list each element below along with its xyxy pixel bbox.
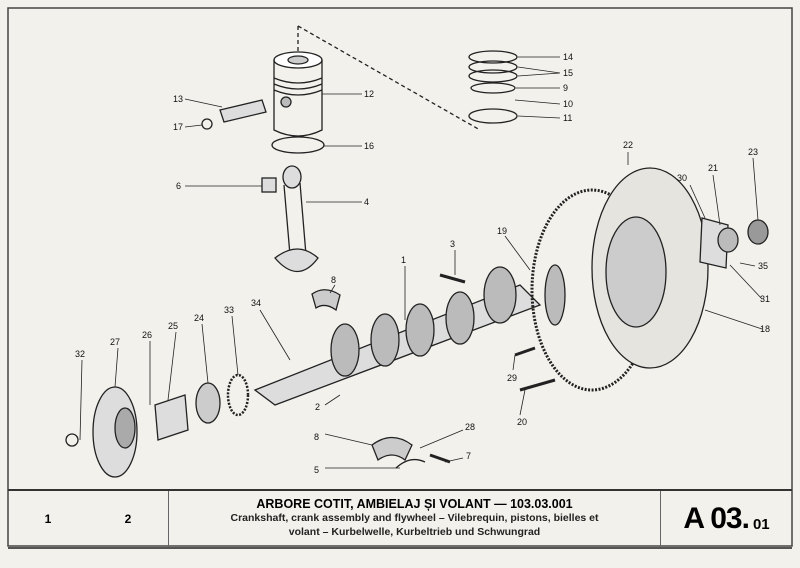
callout-26: 26: [142, 330, 152, 340]
piston: [273, 51, 323, 137]
starting-claw: [65, 433, 79, 447]
piston-rings: [468, 50, 518, 124]
callout-7: 7: [466, 451, 471, 461]
title-block: 1 2 ARBORE COTIT, AMBIELAJ ȘI VOLANT — 1…: [8, 489, 792, 549]
diagram-subtitle-line1: Crankshaft, crank assembly and flywheel …: [230, 512, 599, 524]
callout-24: 24: [194, 313, 204, 323]
callout-32: 32: [75, 349, 85, 359]
lock-plate: [395, 458, 426, 469]
crankshaft-pulley: [92, 386, 138, 478]
callout-34: 34: [251, 298, 261, 308]
callout-13: 13: [173, 94, 183, 104]
callout-16: 16: [364, 141, 374, 151]
sheet-code-main: A 03.: [683, 502, 750, 535]
callout-18: 18: [760, 324, 770, 334]
callout-6: 6: [176, 181, 181, 191]
bushing: [717, 227, 739, 253]
crankshaft: [253, 264, 566, 406]
callout-21: 21: [708, 163, 718, 173]
callout-35: 35: [758, 261, 768, 271]
callout-3: 3: [450, 239, 455, 249]
callout-17: 17: [173, 122, 183, 132]
diagram-title: ARBORE COTIT, AMBIELAJ ȘI VOLANT — 103.0…: [256, 497, 573, 511]
callout-10: 10: [563, 99, 573, 109]
frame: [7, 7, 793, 547]
callout-20: 20: [517, 417, 527, 427]
callout-8-upper: 8: [331, 275, 336, 285]
callout-25: 25: [168, 321, 178, 331]
circlip: [201, 118, 213, 130]
bolts: [429, 273, 556, 464]
callout-14: 14: [563, 52, 573, 62]
callout-9: 9: [563, 83, 568, 93]
oil-slinger: [154, 394, 189, 441]
sheet-code-suffix: 01: [752, 515, 770, 533]
callout-12: 12: [364, 89, 374, 99]
bearing: [747, 219, 769, 245]
main-bearing-cap: [371, 436, 413, 462]
callout-2: 2: [315, 402, 320, 412]
page-number-left: 1: [44, 512, 52, 526]
piston-pin: [219, 99, 267, 123]
flywheel: [530, 167, 709, 392]
small-end-bushing: [261, 177, 277, 193]
leader-lines: [79, 56, 763, 469]
callout-8-lower: 8: [314, 432, 319, 442]
callout-4: 4: [364, 197, 369, 207]
connecting-rod: [274, 165, 319, 273]
callout-19: 19: [497, 226, 507, 236]
callout-22: 22: [623, 140, 633, 150]
callout-33: 33: [224, 305, 234, 315]
callout-labels: 14 15 9 10 11 12 13 17 16 6 4 22 21 23 3…: [75, 52, 770, 475]
callout-30: 30: [677, 173, 687, 183]
callout-27: 27: [110, 337, 120, 347]
timing-gear: [226, 373, 250, 417]
callout-31: 31: [760, 294, 770, 304]
callout-23: 23: [748, 147, 758, 157]
callout-28: 28: [465, 422, 475, 432]
diagram-subtitle-line2: volant – Kurbelwelle, Kurbeltrieb und Sc…: [288, 526, 541, 538]
bearing-shell: [311, 289, 341, 312]
gear: [195, 382, 221, 424]
sheet-code: A 03. 01: [661, 491, 792, 547]
assembly-guide-line: [297, 25, 481, 131]
callout-11: 11: [563, 113, 572, 123]
callout-15: 15: [563, 68, 573, 78]
page-number-right: 2: [124, 512, 132, 526]
callout-1: 1: [401, 255, 406, 265]
title-area: ARBORE COTIT, AMBIELAJ ȘI VOLANT — 103.0…: [169, 491, 661, 547]
callout-5: 5: [314, 465, 319, 475]
callout-29: 29: [507, 373, 517, 383]
page-numbers: 1 2: [8, 491, 169, 547]
oil-ring: [271, 136, 325, 154]
